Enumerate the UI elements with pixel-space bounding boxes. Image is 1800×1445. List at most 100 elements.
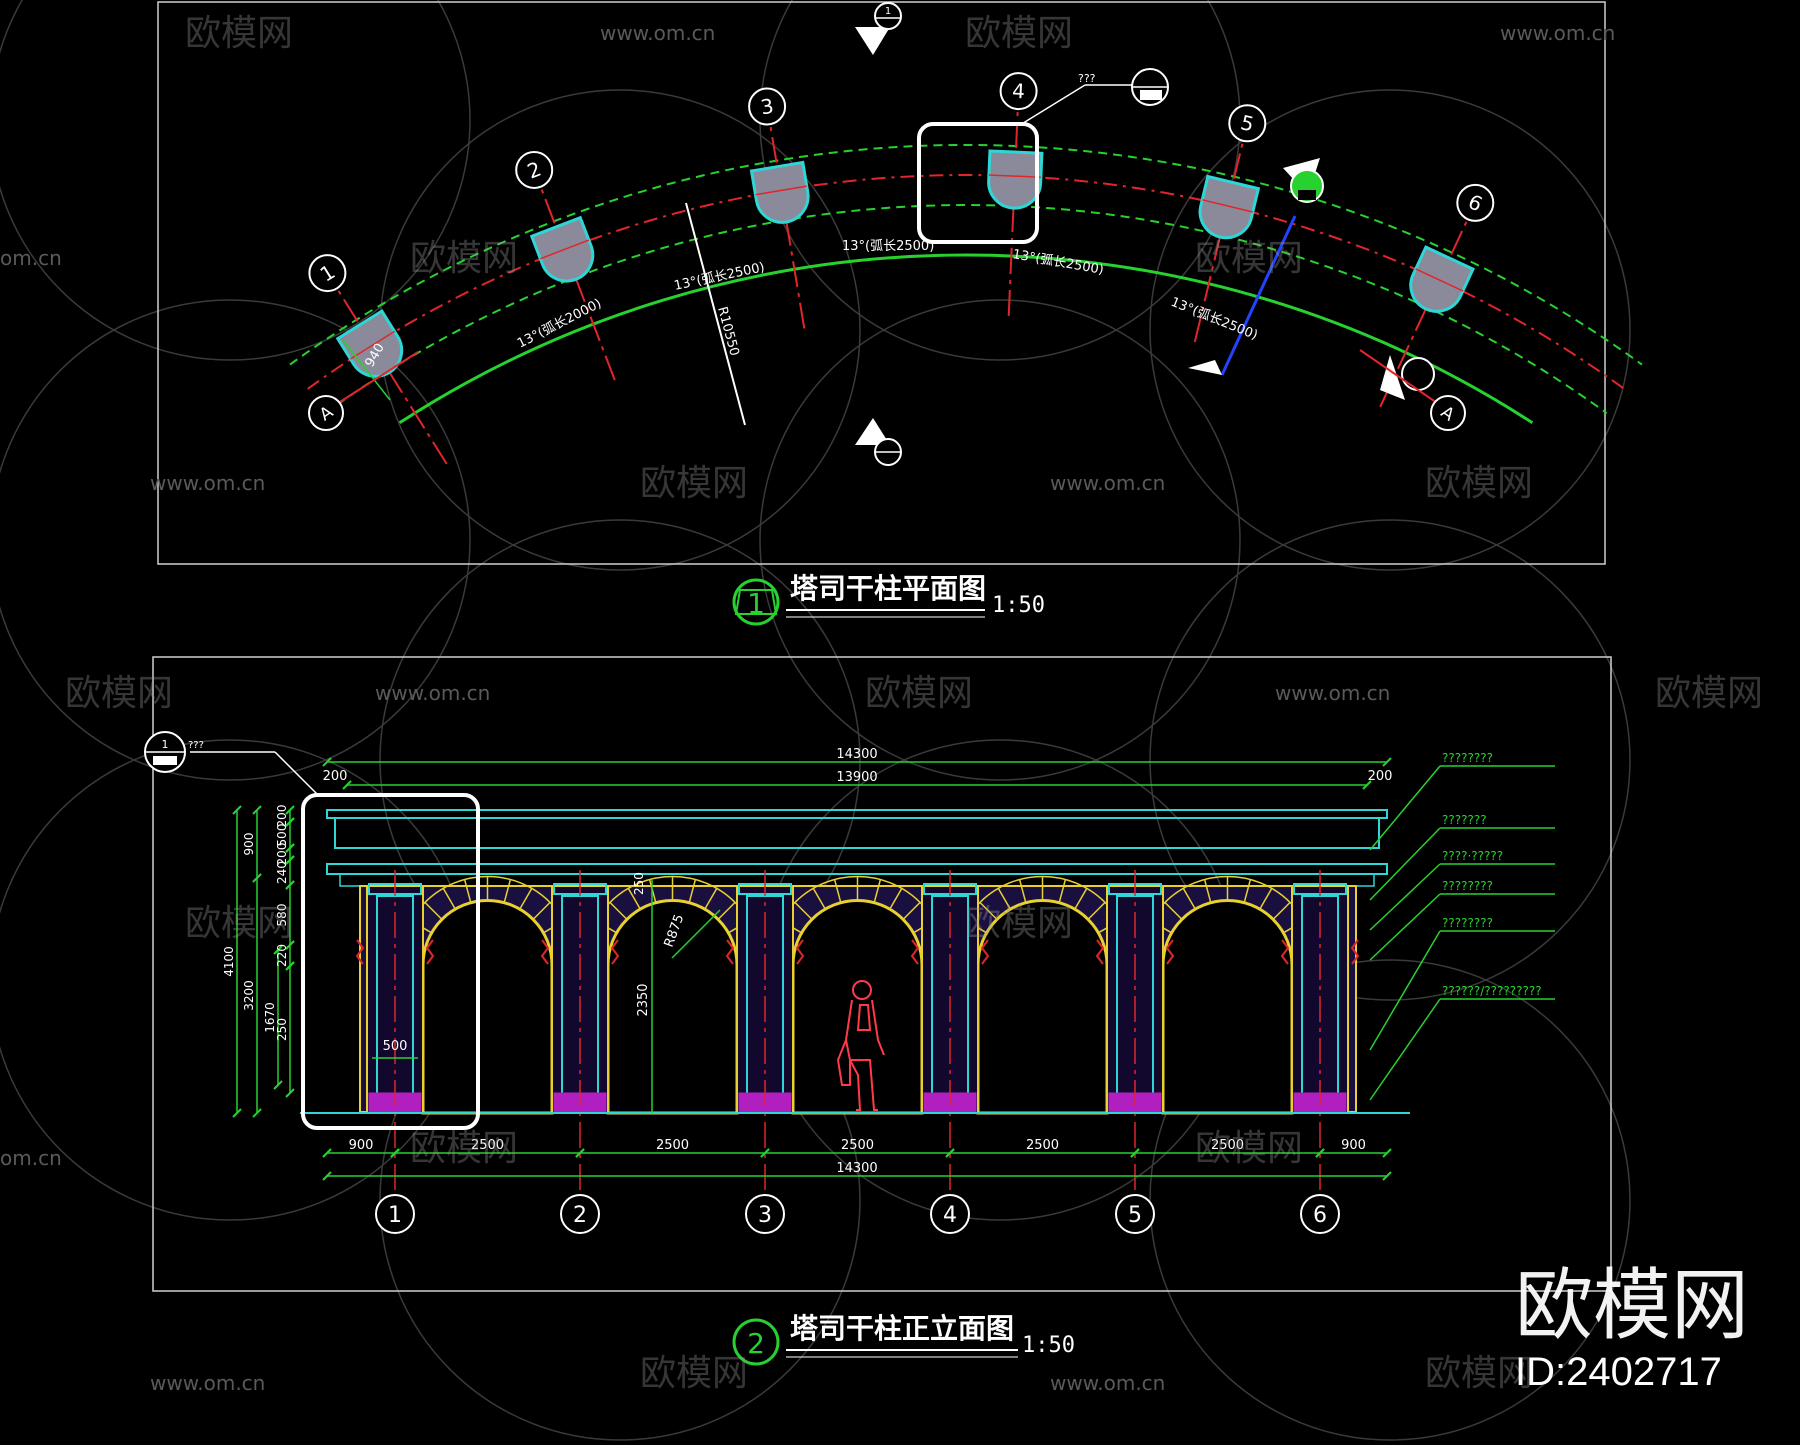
dim-tick bbox=[285, 880, 295, 890]
watermark-brand: 欧模网 bbox=[185, 13, 293, 54]
watermark-text: 欧模网欧模网欧模网欧模网欧模网欧模网欧模网欧模网欧模网欧模网欧模网欧模网欧模网欧… bbox=[0, 13, 1763, 1395]
watermark-url: www.om.cn bbox=[150, 471, 265, 495]
voussoir-joint bbox=[627, 888, 641, 910]
dim-tick bbox=[342, 780, 352, 790]
watermark-url: www.om.cn bbox=[375, 681, 490, 705]
voussoir-joint bbox=[424, 901, 443, 920]
dim-label: 900 bbox=[1341, 1138, 1366, 1153]
dim-label: 13900 bbox=[836, 770, 877, 785]
voussoir-joint bbox=[1058, 879, 1067, 903]
watermark-brand-text: 欧模网 bbox=[640, 1353, 748, 1394]
elevation-axis-circle bbox=[375, 1194, 415, 1234]
entablature-frieze bbox=[334, 817, 1380, 849]
annotation-text: ???????? bbox=[1442, 879, 1493, 893]
dim-tick bbox=[273, 945, 283, 955]
plan-axis-label: 4 bbox=[1012, 79, 1026, 104]
voussoir-joint bbox=[1272, 901, 1291, 920]
watermark-brand-text: 欧模网 bbox=[1425, 463, 1533, 504]
dim-top-inner: 13900 bbox=[342, 770, 1372, 790]
elevation-column bbox=[540, 870, 620, 1190]
dim-tick bbox=[273, 1080, 283, 1090]
watermark-brand: 欧模网 bbox=[640, 1353, 748, 1394]
plan-column-shape bbox=[335, 309, 404, 378]
annotation-leader bbox=[1369, 930, 1441, 1051]
row-bubble-A-left: A bbox=[308, 351, 419, 431]
plan-column-axis bbox=[755, 185, 807, 196]
dim-left-mid: 1670 bbox=[263, 945, 283, 1090]
elevation-scale: 1:50 bbox=[1022, 1333, 1075, 1358]
plan-axis-label: 3 bbox=[759, 94, 776, 120]
dim-tick bbox=[252, 873, 262, 883]
annotation-leader bbox=[1369, 765, 1441, 851]
elevation-annotation: ???????? bbox=[1369, 879, 1555, 961]
watermark-brand-text: 欧模网 bbox=[185, 903, 293, 944]
dim-label: 200 bbox=[275, 843, 289, 866]
voussoir-joint bbox=[463, 879, 472, 903]
watermark-brand-text: 欧模网 bbox=[1425, 1353, 1533, 1394]
column-ornament bbox=[910, 939, 990, 965]
watermark-url: www.om.cn bbox=[1050, 1371, 1165, 1395]
arc-outer-dashed bbox=[289, 143, 1643, 366]
dim-label: 900 bbox=[349, 1138, 374, 1153]
dim-tick bbox=[1382, 757, 1392, 767]
watermark-brand: 欧模网 bbox=[410, 1128, 518, 1169]
elevation-axis-bubble: 2 bbox=[560, 1194, 600, 1234]
watermark-url: www.om.cn bbox=[600, 21, 715, 45]
dim-tick bbox=[575, 1148, 585, 1158]
plan-column-axis bbox=[1202, 199, 1253, 213]
plan-column-axis bbox=[350, 330, 395, 360]
dim-left-inner: 250 bbox=[275, 961, 295, 1098]
voussoir-joint bbox=[704, 888, 718, 910]
column-ornament bbox=[355, 939, 435, 965]
plan-title-block: 1 塔司干柱平面图 1:50 bbox=[732, 572, 1045, 626]
dim-tick bbox=[252, 805, 262, 815]
dim-left-inner: 580 bbox=[275, 880, 295, 950]
voussoir-joint bbox=[519, 888, 533, 910]
elevation-axis-bubble: 3 bbox=[745, 1194, 785, 1234]
annotation-text: ??????/????????? bbox=[1442, 984, 1542, 998]
watermark-brand: 欧模网 bbox=[185, 903, 293, 944]
plan-highlight-box bbox=[917, 122, 1039, 244]
dim-bottom-segment: 900 bbox=[1315, 1138, 1392, 1158]
voussoir-joint bbox=[889, 888, 903, 910]
voussoir-joint bbox=[717, 901, 736, 920]
annotation-leader bbox=[1369, 893, 1441, 961]
annotation-leader bbox=[1369, 863, 1441, 931]
dim-tick bbox=[285, 855, 295, 865]
dim-label: 240 bbox=[275, 861, 289, 884]
dim-tick bbox=[232, 805, 242, 815]
dim-tick bbox=[285, 961, 295, 971]
annotation-leader bbox=[1369, 827, 1441, 901]
column-ornament bbox=[1095, 939, 1175, 965]
dim-label: 14300 bbox=[836, 747, 877, 762]
dim-tick bbox=[1130, 1148, 1140, 1158]
plan-column bbox=[749, 160, 810, 224]
dim-tick bbox=[285, 817, 295, 827]
plan-column-shape bbox=[529, 215, 595, 283]
plan-column-shape bbox=[1409, 245, 1476, 313]
watermark-circle bbox=[0, 299, 471, 781]
watermark-url: www.om.cn bbox=[150, 1371, 265, 1395]
dim-tick bbox=[322, 1171, 332, 1181]
dim-tick bbox=[285, 1088, 295, 1098]
dim-label: 580 bbox=[275, 904, 289, 927]
row-bubble-A-right: A bbox=[1359, 349, 1466, 431]
dim-tick bbox=[285, 940, 295, 950]
dim-tick bbox=[1382, 1171, 1392, 1181]
annotation-text: ????·????? bbox=[1442, 849, 1503, 863]
annotation-text: ???????? bbox=[1442, 916, 1493, 930]
brand-mark: 欧模网 ID:2402717 bbox=[1515, 1261, 1749, 1394]
watermark-brand-text: 欧模网 bbox=[865, 673, 973, 714]
elevation-column bbox=[910, 870, 990, 1190]
plan-axis-circle bbox=[515, 151, 554, 189]
svg-text:1: 1 bbox=[885, 6, 891, 17]
watermark-url: www.om.cn bbox=[1500, 21, 1615, 45]
watermark-brand-text: 欧模网 bbox=[65, 673, 173, 714]
watermark-circle bbox=[0, 0, 471, 361]
voussoir-joint bbox=[609, 901, 628, 920]
plan-column-shape bbox=[987, 149, 1044, 210]
elevation-title-number: 2 bbox=[747, 1327, 765, 1360]
voussoir-joint bbox=[1164, 901, 1183, 920]
